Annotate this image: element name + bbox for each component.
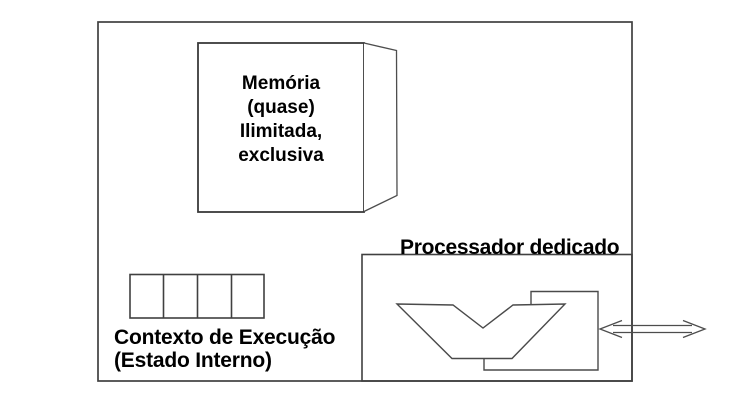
memory-box-side-flap bbox=[363, 42, 398, 213]
arrow-left-head bbox=[598, 319, 623, 339]
processor-label: Processador dedicado bbox=[400, 236, 620, 259]
processor-chip-back-plate bbox=[483, 290, 599, 371]
memory-box bbox=[197, 42, 365, 213]
execution-context-label: Contexto de Execução (Estado Interno) bbox=[114, 326, 336, 372]
processor-box bbox=[361, 253, 633, 382]
processor-chip-v-icon bbox=[395, 303, 567, 360]
io-double-arrow-icon bbox=[598, 319, 707, 339]
arrow-right-head bbox=[682, 319, 707, 339]
memory-label: Memória (quase) Ilimitada, exclusiva bbox=[238, 73, 324, 166]
register-cells bbox=[129, 273, 265, 319]
